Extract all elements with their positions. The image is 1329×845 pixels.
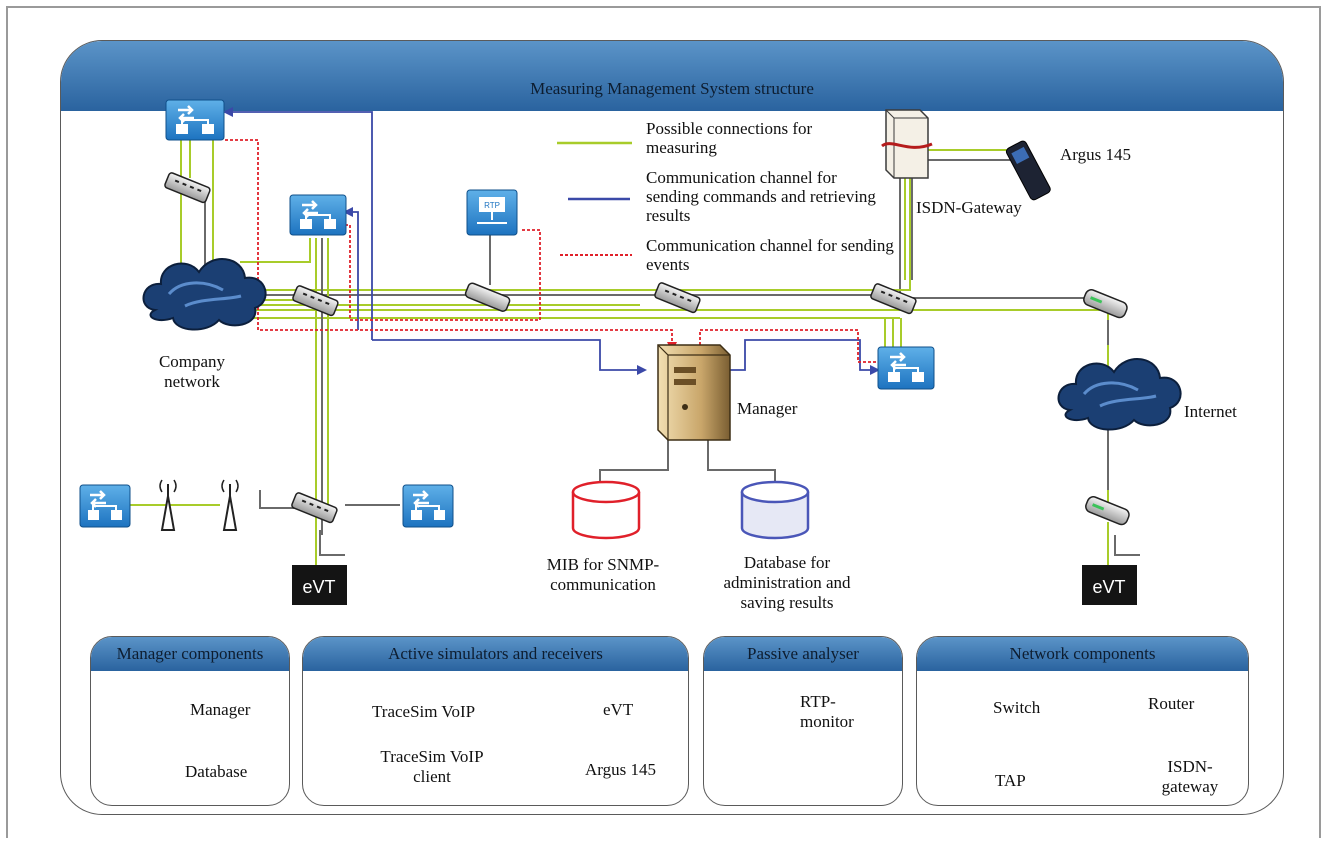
legend-commands-label: Communication channel for sending comman… xyxy=(646,168,876,225)
active-simulators-item: TraceSim VoIP xyxy=(372,702,476,721)
antenna-icon xyxy=(159,479,177,531)
legend-events-label: Communication channel for sending events xyxy=(646,236,894,274)
company-network-label: Company network xyxy=(158,352,226,391)
network-components-item: Router xyxy=(1148,694,1195,713)
diagram-title: Measuring Management System structure xyxy=(530,79,814,98)
tracesim-icon xyxy=(79,484,131,528)
mib-label: MIB for SNMP-communication xyxy=(546,555,660,594)
passive-analyser-panel: Passive analyser xyxy=(703,636,903,806)
evt-text: eVT xyxy=(1092,577,1125,597)
network-components-item: ISDN-gateway xyxy=(1161,757,1219,796)
legend-measuring-label: Possible connections for measuring xyxy=(646,119,813,157)
main-header xyxy=(61,41,1283,111)
evt-text: eVT xyxy=(302,577,335,597)
manager-components-panel: Manager components xyxy=(90,636,290,806)
argus-device-icon xyxy=(1005,140,1051,201)
rtp-monitor-icon: RTP xyxy=(466,189,518,236)
command-channels xyxy=(223,107,880,375)
manager-components-item: Database xyxy=(185,762,248,781)
cloud-icon xyxy=(142,258,267,331)
database-label: Database for administration and saving r… xyxy=(723,553,851,612)
evt-device-icon: eVT xyxy=(1082,565,1137,605)
manager-components-title: Manager components xyxy=(91,637,289,671)
active-simulators-title: Active simulators and receivers xyxy=(303,637,688,671)
switch-icon xyxy=(164,172,211,204)
switch-icon xyxy=(291,492,338,524)
legend-samples xyxy=(557,141,632,256)
event-channels xyxy=(225,139,878,363)
argus-label: Argus 145 xyxy=(1060,145,1131,164)
evt-device-icon: eVT xyxy=(292,565,347,605)
tracesim-icon xyxy=(289,194,347,236)
tap-icon xyxy=(464,282,511,312)
isdn-gateway-label: ISDN-Gateway xyxy=(916,198,1022,217)
active-simulators-item: TraceSim VoIP client xyxy=(380,747,484,786)
manager-server-icon xyxy=(657,344,731,441)
network-components-panel: Network components xyxy=(916,636,1249,806)
router-icon xyxy=(1083,289,1128,319)
passive-analyser-item: RTP-monitor xyxy=(800,692,854,731)
network-components-title: Network components xyxy=(917,637,1248,671)
active-simulators-item: Argus 145 xyxy=(585,760,656,779)
manager-components-item: Manager xyxy=(190,700,251,719)
network-components-item: TAP xyxy=(995,771,1026,790)
manager-label: Manager xyxy=(737,399,798,418)
passive-analyser-title: Passive analyser xyxy=(704,637,902,671)
active-simulators-item: eVT xyxy=(603,700,634,719)
results-database-icon xyxy=(740,480,810,540)
antenna-icon xyxy=(221,479,239,531)
tracesim-icon xyxy=(165,99,225,141)
cloud-icon xyxy=(1057,358,1182,431)
active-simulators-panel: Active simulators and receivers xyxy=(302,636,689,806)
internet-label: Internet xyxy=(1184,402,1237,421)
switch-icon xyxy=(870,283,917,315)
tracesim-icon xyxy=(877,346,935,390)
switch-icon xyxy=(654,282,701,314)
router-icon xyxy=(1085,496,1130,526)
network-components-item: Switch xyxy=(993,698,1041,717)
outer-frame xyxy=(6,6,1321,838)
switch-icon xyxy=(292,285,339,317)
isdn-gateway-icon xyxy=(881,109,933,179)
svg-text:RTP: RTP xyxy=(484,201,500,210)
tracesim-icon xyxy=(402,484,454,528)
mib-database-icon xyxy=(571,480,641,540)
